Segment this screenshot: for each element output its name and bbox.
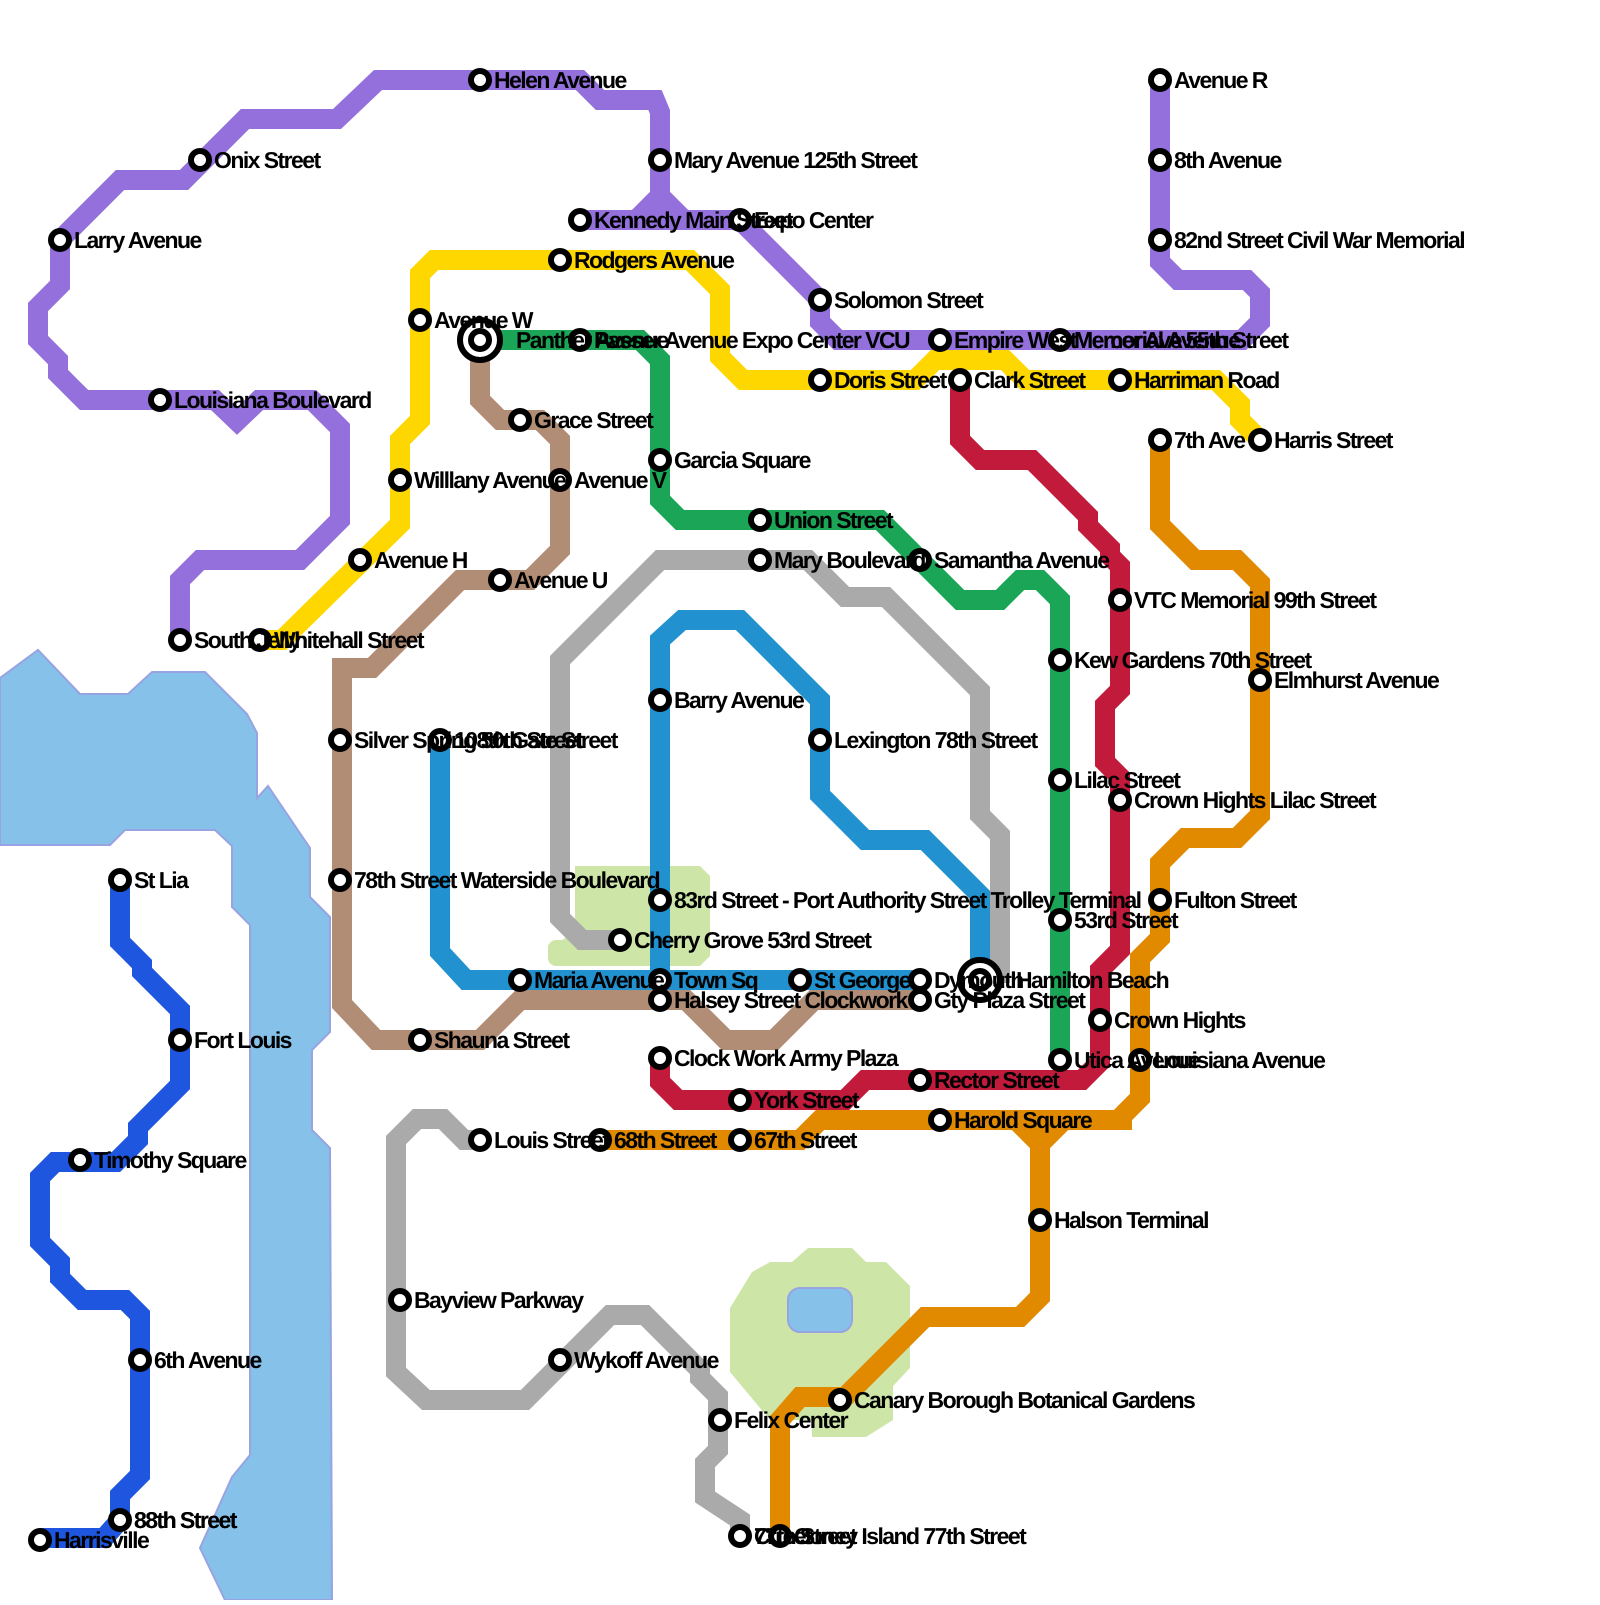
svg-text:St George: St George: [814, 967, 911, 993]
svg-text:82nd Street Civil War Memorial: 82nd Street Civil War Memorial: [1174, 227, 1464, 253]
svg-text:Timothy Square: Timothy Square: [94, 1147, 246, 1173]
svg-text:Bayview Parkway: Bayview Parkway: [414, 1287, 584, 1313]
svg-text:Louisiana Avenue: Louisiana Avenue: [1154, 1047, 1325, 1073]
svg-text:Empire West: Empire West: [954, 327, 1078, 353]
svg-text:6th Avenue: 6th Avenue: [154, 1347, 262, 1373]
svg-text:Clock Work Army Plaza: Clock Work Army Plaza: [674, 1045, 899, 1071]
svg-text:Fulton Street: Fulton Street: [1174, 887, 1298, 913]
svg-text:Expo Center: Expo Center: [754, 207, 874, 233]
svg-text:Avenue W: Avenue W: [434, 307, 534, 333]
svg-text:Crown Hights Lilac Street: Crown Hights Lilac Street: [1134, 787, 1377, 813]
svg-text:Town Sq: Town Sq: [674, 967, 758, 993]
svg-text:Clark Street: Clark Street: [974, 367, 1086, 393]
svg-text:88th Street: 88th Street: [134, 1507, 238, 1533]
svg-text:Canary Borough Botanical Garde: Canary Borough Botanical Gardens: [854, 1387, 1195, 1413]
svg-text:South Jelly: South Jelly: [194, 627, 301, 653]
svg-text:Louisiana Boulevard: Louisiana Boulevard: [174, 387, 371, 413]
svg-text:Solomon Street: Solomon Street: [834, 287, 984, 313]
svg-text:Rector Street: Rector Street: [934, 1067, 1060, 1093]
svg-text:Gty Plaza Street: Gty Plaza Street: [934, 987, 1086, 1013]
svg-text:Barry Avenue: Barry Avenue: [674, 687, 804, 713]
svg-text:Harold Square: Harold Square: [954, 1107, 1092, 1133]
svg-text:Avenue H: Avenue H: [374, 547, 468, 573]
svg-text:Cherry Grove 53rd Street: Cherry Grove 53rd Street: [634, 927, 872, 953]
svg-text:Union Street: Union Street: [774, 507, 894, 533]
svg-text:Panther Avenue: Panther Avenue: [516, 327, 668, 353]
svg-text:67th Street: 67th Street: [754, 1127, 858, 1153]
svg-text:Dymouth: Dymouth: [934, 967, 1023, 993]
svg-text:Rodgers Avenue: Rodgers Avenue: [574, 247, 734, 273]
svg-text:St Lia: St Lia: [134, 867, 189, 893]
svg-text:Garcia Square: Garcia Square: [674, 447, 811, 473]
svg-text:Passer Avenue Expo Center VCU: Passer Avenue Expo Center VCU: [594, 327, 910, 353]
svg-text:Harrisville: Harrisville: [54, 1527, 149, 1553]
svg-text:77th Street: 77th Street: [754, 1523, 858, 1549]
svg-text:Grace Street: Grace Street: [534, 407, 654, 433]
svg-text:Wykoff Avenue: Wykoff Avenue: [574, 1347, 719, 1373]
svg-text:Maria Avenue: Maria Avenue: [534, 967, 664, 993]
svg-text:Lexington 78th Street: Lexington 78th Street: [834, 727, 1038, 753]
svg-text:8th Avenue: 8th Avenue: [1174, 147, 1282, 173]
svg-text:108th Gate Street: 108th Gate Street: [454, 727, 619, 753]
svg-text:Ctreet: Ctreet: [754, 1523, 813, 1549]
svg-text:Silver Spring 50th Street: Silver Spring 50th Street: [354, 727, 584, 753]
svg-text:Lilac Street: Lilac Street: [1074, 767, 1181, 793]
svg-text:Kennedy Main Street: Kennedy Main Street: [594, 207, 794, 233]
svg-text:Mercer Ave 55th Street: Mercer Ave 55th Street: [1074, 327, 1289, 353]
svg-text:Avenue U: Avenue U: [514, 567, 608, 593]
svg-text:Avenue R: Avenue R: [1174, 67, 1269, 93]
svg-text:Samantha Avenue: Samantha Avenue: [934, 547, 1109, 573]
svg-text:Larry Avenue: Larry Avenue: [74, 227, 201, 253]
svg-text:Onix Street: Onix Street: [214, 147, 322, 173]
svg-text:Harriman Road: Harriman Road: [1134, 367, 1279, 393]
svg-text:Hamilton Beach: Hamilton Beach: [1016, 967, 1169, 993]
svg-text:Willlany Avenue: Willlany Avenue: [414, 467, 566, 493]
svg-text:Coney Island 77th Street: Coney Island 77th Street: [794, 1523, 1027, 1549]
svg-text:Louis Street: Louis Street: [494, 1127, 610, 1153]
svg-text:68th Street: 68th Street: [614, 1127, 718, 1153]
svg-text:Avenue V: Avenue V: [574, 467, 668, 493]
svg-text:7th Ave: 7th Ave: [1174, 427, 1245, 453]
svg-text:Utica Avenue: Utica Avenue: [1074, 1047, 1200, 1073]
svg-text:VTC Memorial 99th Street: VTC Memorial 99th Street: [1134, 587, 1377, 613]
svg-text:83rd Street - Port Authority S: 83rd Street - Port Authority Street Trol…: [674, 887, 1141, 913]
svg-text:Whitehall Street: Whitehall Street: [274, 627, 425, 653]
svg-text:Fort Louis: Fort Louis: [194, 1027, 292, 1053]
svg-text:53rd Street: 53rd Street: [1074, 907, 1179, 933]
svg-text:Helen Avenue: Helen Avenue: [494, 67, 627, 93]
svg-text:Mary Avenue 125th Street: Mary Avenue 125th Street: [674, 147, 918, 173]
svg-text:York Street: York Street: [754, 1087, 860, 1113]
svg-text:Felix Center: Felix Center: [734, 1407, 849, 1433]
svg-text:Halsey Street Clockwork: Halsey Street Clockwork: [674, 987, 909, 1013]
svg-text:Memorial Avenue: Memorial Avenue: [1074, 327, 1240, 353]
svg-text:78th Street Waterside Boulevar: 78th Street Waterside Boulevard: [354, 867, 660, 893]
svg-text:Halson Terminal: Halson Terminal: [1054, 1207, 1208, 1233]
svg-text:Harris Street: Harris Street: [1274, 427, 1394, 453]
svg-text:88th Street: 88th Street: [134, 1507, 238, 1533]
svg-text:Elmhurst Avenue: Elmhurst Avenue: [1274, 667, 1439, 693]
svg-text:Mary Boulevard: Mary Boulevard: [774, 547, 925, 573]
svg-text:Crown Hights: Crown Hights: [1114, 1007, 1246, 1033]
svg-text:Shauna Street: Shauna Street: [434, 1027, 570, 1053]
svg-text:Kew Gardens 70th Street: Kew Gardens 70th Street: [1074, 647, 1313, 673]
svg-text:Doris Street: Doris Street: [834, 367, 948, 393]
